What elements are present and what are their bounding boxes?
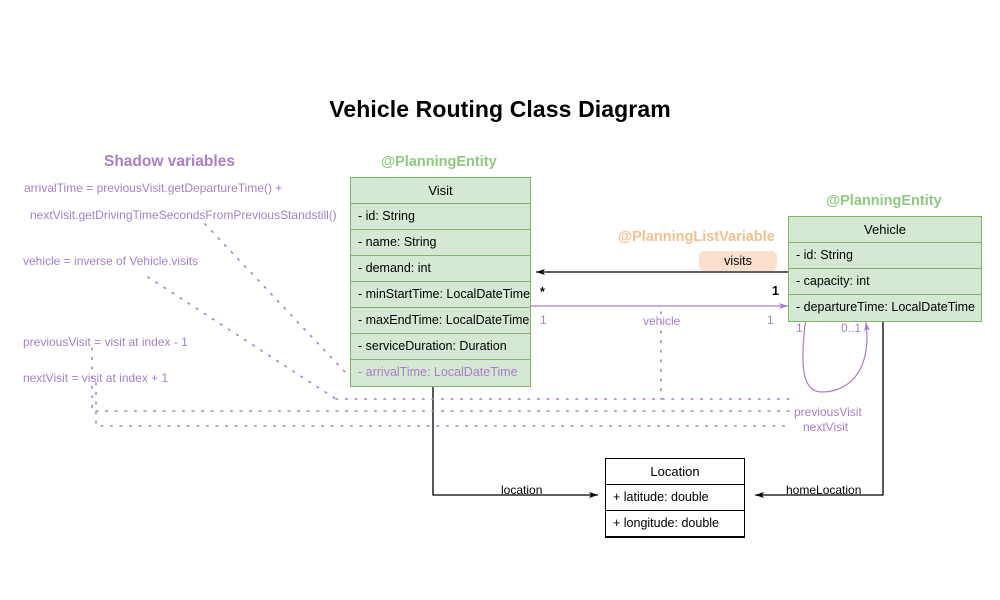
shadow-note-nextvisit: nextVisit = visit at index + 1 bbox=[23, 371, 169, 385]
class-field: - name: String bbox=[351, 230, 530, 256]
class-shadow-field: - arrivalTime: LocalDateTime bbox=[358, 365, 518, 379]
multiplicity-visits-source: 1 bbox=[772, 284, 779, 298]
stereotype-planning-list-variable: @PlanningListVariable bbox=[618, 229, 775, 245]
class-field: - demand: int bbox=[351, 256, 530, 282]
edge-label-vehicle: vehicle bbox=[643, 314, 681, 328]
badge-visits: visits bbox=[699, 251, 777, 271]
multiplicity-selfloop-target: 0..1 bbox=[841, 321, 862, 335]
class-field: - departureTime: LocalDateTime bbox=[796, 300, 976, 314]
class-field: - minStartTime: LocalDateTime bbox=[351, 282, 530, 308]
class-box-location[interactable]: Location + latitude: double + longitude:… bbox=[605, 458, 745, 538]
class-field: - serviceDuration: Duration bbox=[351, 334, 530, 360]
multiplicity-selfloop-source: 1 bbox=[796, 321, 803, 335]
multiplicity-visits-target: * bbox=[540, 285, 545, 299]
multiplicity-vehicle-target: 1 bbox=[767, 313, 774, 327]
class-field: - id: String bbox=[351, 204, 530, 230]
class-field: - id: String bbox=[789, 243, 981, 269]
edge-label-previous-visit: previousVisit bbox=[794, 405, 862, 419]
edge-label-home-location: homeLocation bbox=[786, 483, 862, 497]
class-box-visit[interactable]: Visit - id: String - name: String - dema… bbox=[350, 177, 531, 387]
multiplicity-vehicle-source: 1 bbox=[540, 313, 547, 327]
page-title: Vehicle Routing Class Diagram bbox=[329, 96, 671, 122]
shadow-variables-title: Shadow variables bbox=[104, 153, 235, 170]
shadow-note-arrivaltime-1: arrivalTime = previousVisit.getDeparture… bbox=[24, 181, 283, 195]
stereotype-vehicle: @PlanningEntity bbox=[826, 193, 942, 209]
class-box-vehicle[interactable]: Vehicle - id: String - capacity: int - d… bbox=[788, 216, 982, 322]
class-field: - maxEndTime: LocalDateTime bbox=[351, 308, 530, 334]
class-name-visit: Visit bbox=[351, 178, 530, 204]
class-name-location: Location bbox=[606, 459, 744, 485]
class-name-vehicle: Vehicle bbox=[789, 217, 981, 243]
shadow-note-vehicle: vehicle = inverse of Vehicle.visits bbox=[23, 254, 199, 268]
edge-label-next-visit: nextVisit bbox=[803, 420, 849, 434]
class-field: + latitude: double bbox=[606, 485, 744, 511]
class-field: - capacity: int bbox=[789, 269, 981, 295]
shadow-note-arrivaltime-2: nextVisit.getDrivingTimeSecondsFromPrevi… bbox=[30, 208, 337, 222]
shadow-note-previousvisit: previousVisit = visit at index - 1 bbox=[23, 335, 188, 349]
class-field: + longitude: double bbox=[606, 511, 744, 537]
edge-location bbox=[432, 385, 598, 499]
edge-label-location: location bbox=[501, 483, 543, 497]
stereotype-visit: @PlanningEntity bbox=[381, 154, 497, 170]
